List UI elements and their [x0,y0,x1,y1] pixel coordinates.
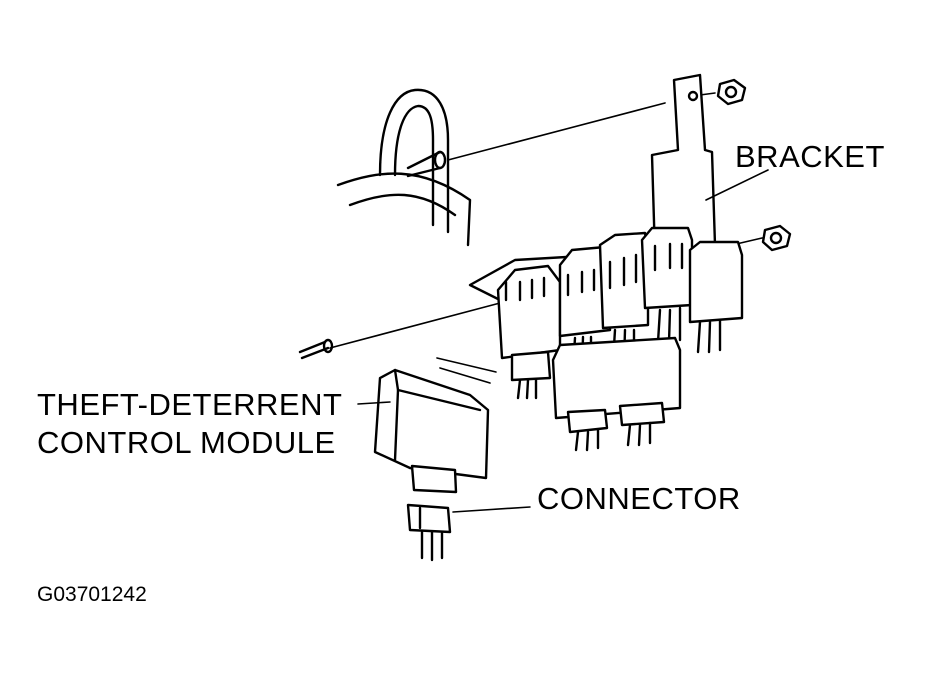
nut-icon [761,224,792,252]
label-leader-lines [357,169,769,513]
relay-block-drawing [496,226,744,452]
mounting-pin [298,338,334,360]
nut-icon [716,78,747,106]
connector-drawing [406,503,452,562]
bracket-label: BRACKET [735,139,885,174]
figure-code: G03701242 [37,583,147,606]
control-module-drawing [373,368,490,494]
module-label-line2: CONTROL MODULE [37,425,336,460]
vehicle-structure-drawing [336,88,472,247]
module-label-line1: THEFT-DETERRENT [37,387,343,422]
connector-label: CONNECTOR [537,481,741,516]
